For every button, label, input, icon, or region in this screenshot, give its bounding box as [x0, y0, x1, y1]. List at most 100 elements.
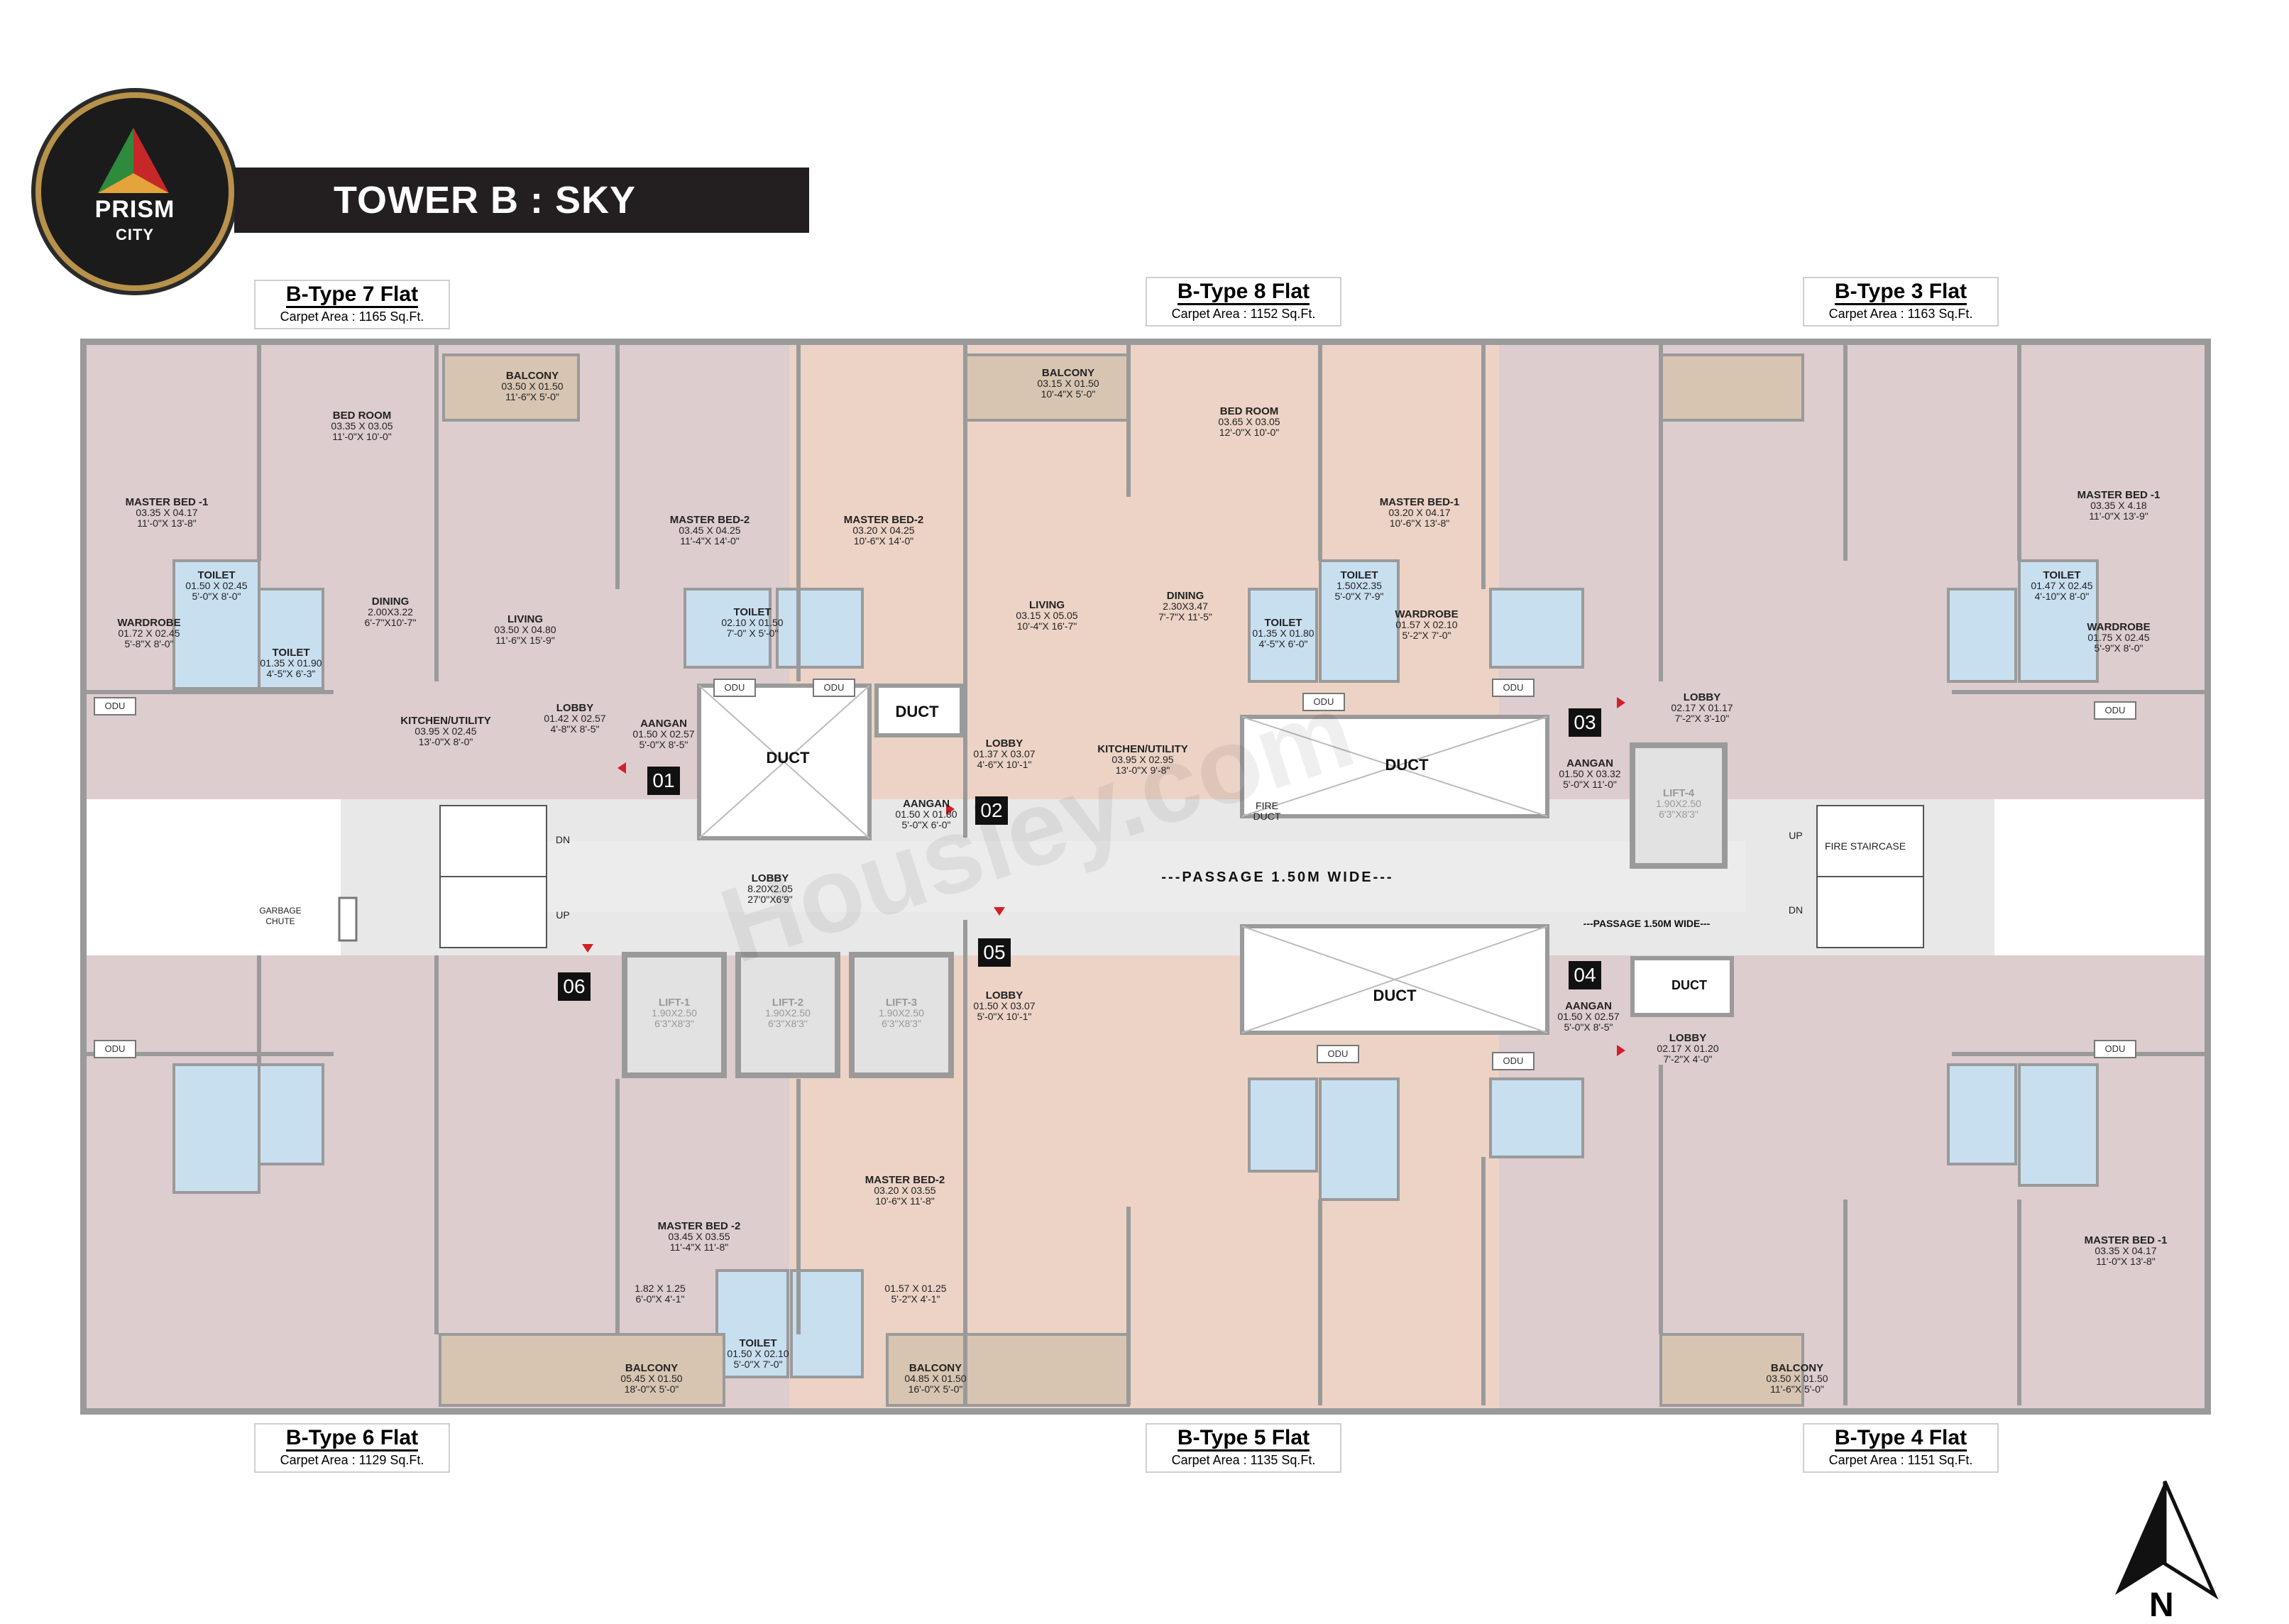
room-size-feet: 11'-6"X 5'-0"	[1770, 1383, 1824, 1395]
room-size-feet: 16'-0"X 5'-0"	[908, 1383, 963, 1395]
room-size-metric: 03.50 X 01.50	[501, 380, 564, 392]
room-name: TOILET	[197, 569, 236, 581]
flat-name: B-Type 8 Flat	[1177, 280, 1310, 305]
room-name: DINING	[1166, 590, 1204, 602]
room-size-metric: 01.35 X 01.90	[260, 657, 322, 669]
flat-name: B-Type 3 Flat	[1834, 280, 1967, 305]
room-name: LOBBY	[556, 702, 594, 714]
room-size-metric: 03.20 X 03.55	[874, 1185, 936, 1196]
room-size-metric: 01.50 X 03.07	[973, 1000, 1036, 1011]
room-name: LOBBY	[1683, 691, 1721, 703]
room-size-metric: 01.57 X 01.25	[884, 1283, 947, 1294]
room-name: MASTER BED -2	[657, 1220, 741, 1232]
duct-label: DUCT	[895, 703, 939, 720]
odu-unit: ODU	[1317, 1045, 1359, 1063]
room-size-metric: 01.37 X 03.07	[973, 748, 1036, 759]
lobby-label: LOBBY 8.20X2.05 27'0"X6'9"	[747, 872, 793, 905]
garbage-chute	[338, 896, 358, 942]
room-name: BED ROOM	[332, 410, 392, 422]
room-size-metric: 01.50 X 03.32	[1559, 768, 1621, 779]
room-size-feet: 10'-4"X 5'-0"	[1041, 388, 1096, 400]
room-size-metric: 03.35 X 04.17	[136, 507, 198, 518]
flat-area: Carpet Area : 1151 Sq.Ft.	[1828, 1453, 1973, 1467]
room-size-feet: 5'-0"X 8'-0"	[192, 591, 241, 602]
odu-unit: ODU	[2094, 1040, 2136, 1058]
duct-label: DUCT	[766, 749, 810, 767]
fire-staircase	[1816, 805, 1924, 948]
room-name: MASTER BED-1	[1379, 496, 1460, 508]
lift-shafts	[622, 742, 1728, 1078]
room-size-metric: 03.35 X 03.05	[331, 420, 393, 432]
room-size-feet: 5'-2"X 4'-1"	[891, 1293, 940, 1305]
room-name: LIVING	[507, 613, 543, 625]
room-size-feet: 10'-6"X 13'-8"	[1389, 517, 1450, 529]
room-name: TOILET	[1264, 617, 1302, 629]
flat-area: Carpet Area : 1165 Sq.Ft.	[280, 309, 424, 324]
staircase-down-label: DN	[555, 834, 571, 845]
room-size-metric: 01.35 X 01.80	[1252, 627, 1314, 639]
title-bar	[234, 168, 809, 233]
room-size-metric: 03.45 X 03.55	[668, 1231, 730, 1242]
room-name: BALCONY	[625, 1362, 679, 1374]
flat-name: B-Type 6 Flat	[285, 1426, 419, 1452]
passage	[539, 841, 1746, 912]
north-label: N	[2149, 1586, 2174, 1624]
unit-number: 02	[975, 796, 1008, 825]
duct-label: DUCT	[1373, 987, 1417, 1004]
room-size-feet: 7'-7"X 11'-5"	[1158, 611, 1212, 622]
flat-label-b4: B-Type 4 Flat Carpet Area : 1151 Sq.Ft.	[1803, 1423, 1999, 1473]
room-size-feet: 11'-4"X 11'-8"	[669, 1241, 729, 1253]
room-size-feet: 18'-0"X 5'-0"	[624, 1383, 679, 1395]
duct-label: DUCT	[1672, 978, 1707, 992]
flat-area: Carpet Area : 1135 Sq.Ft.	[1171, 1453, 1316, 1467]
room-size-feet: 11'-0"X 13'-8"	[2096, 1256, 2156, 1267]
flat-area: Carpet Area : 1129 Sq.Ft.	[280, 1453, 424, 1467]
room-size-metric: 03.45 X 04.25	[679, 525, 741, 536]
room-size-feet: 5'-0"X 6'-0"	[901, 819, 951, 830]
room-size-metric: 01.50 X 01.80	[895, 808, 957, 820]
room-size-feet: 11'-0"X 10'-0"	[332, 431, 392, 442]
room-name: KITCHEN/UTILITY	[400, 715, 491, 727]
room-size-metric: 1.82 X 1.25	[635, 1283, 686, 1294]
room-name: BALCONY	[909, 1362, 962, 1374]
room-size-metric: 01.75 X 02.45	[2087, 632, 2150, 643]
prism-logo-icon	[98, 128, 169, 193]
room-size-feet: 6'-0"X 4'-1"	[635, 1293, 685, 1305]
room-name: TOILET	[1340, 569, 1378, 581]
page-title: TOWER B : SKY	[334, 179, 637, 221]
room-name: KITCHEN/UTILITY	[1097, 743, 1188, 755]
fire-staircase-down-label: DN	[1788, 904, 1804, 916]
room-size-feet: 5'-2"X 7'-0"	[1402, 630, 1451, 641]
room-name: LOBBY	[985, 737, 1023, 750]
room-size-metric: 01.47 X 02.45	[2031, 580, 2093, 591]
room-name: BALCONY	[1770, 1362, 1824, 1374]
flat-area: Carpet Area : 1163 Sq.Ft.	[1828, 307, 1973, 321]
room-size-feet: 11'-0"X 13'-8"	[137, 517, 197, 529]
room-size-metric: 03.50 X 04.80	[494, 624, 556, 635]
odu-unit: ODU	[2094, 701, 2136, 720]
room-name: BALCONY	[1041, 367, 1095, 379]
room-size-feet: 5'-0"X 11'-0"	[1563, 779, 1617, 790]
room-size-metric: 03.95 X 02.95	[1111, 754, 1174, 765]
room-name: LOBBY	[1669, 1032, 1707, 1044]
room-size-metric: 03.50 X 01.50	[1766, 1373, 1828, 1384]
room-size-metric: 01.50 X 02.45	[185, 580, 248, 591]
